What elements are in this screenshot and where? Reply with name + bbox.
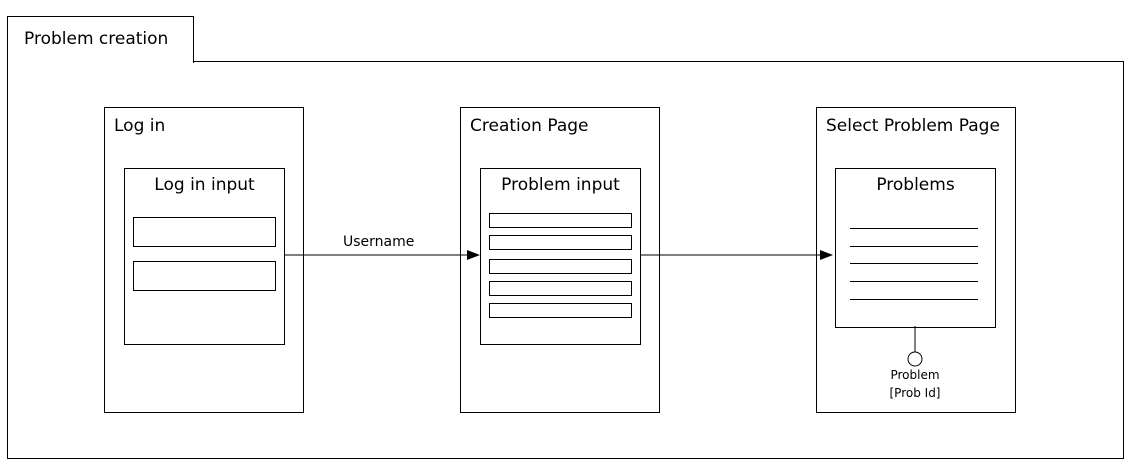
problem-list-item[interactable] [850, 228, 978, 229]
problem-field[interactable] [489, 213, 632, 228]
problem-list-item[interactable] [850, 281, 978, 282]
arrowhead-icon [820, 250, 833, 260]
interface-label-name: Problem [890, 368, 940, 382]
problem-list-item[interactable] [850, 299, 978, 300]
problem-field[interactable] [489, 259, 632, 274]
login-page-title: Log in [114, 116, 166, 136]
creation-page-title: Creation Page [470, 116, 589, 136]
login-page: Log in Log in input [104, 107, 304, 413]
problems-title: Problems [876, 175, 955, 195]
login-input-title: Log in input [154, 175, 255, 195]
login-input-panel: Log in input [124, 168, 285, 345]
problems-panel: Problems [835, 168, 996, 328]
interface-label: Problem [Prob Id] [875, 366, 955, 402]
problem-input-panel: Problem input [480, 168, 641, 345]
username-connector [285, 250, 480, 260]
password-field[interactable] [133, 261, 276, 291]
problem-list-item[interactable] [850, 246, 978, 247]
package-tab: Problem creation [7, 16, 194, 63]
problem-input-title: Problem input [501, 175, 620, 195]
package-title: Problem creation [24, 29, 169, 49]
creation-to-select-connector [640, 250, 833, 260]
problem-list-item[interactable] [850, 263, 978, 264]
select-problem-page-title: Select Problem Page [826, 116, 1000, 136]
creation-page: Creation Page Problem input [460, 107, 660, 413]
problem-field[interactable] [489, 303, 632, 318]
arrowhead-icon [467, 250, 480, 260]
problem-field[interactable] [489, 235, 632, 250]
interface-lollipop-icon [907, 351, 923, 367]
interface-label-id: [Prob Id] [889, 386, 941, 400]
problem-field[interactable] [489, 281, 632, 296]
username-label: Username [343, 234, 415, 250]
username-field[interactable] [133, 217, 276, 247]
problem-interface [907, 326, 923, 367]
